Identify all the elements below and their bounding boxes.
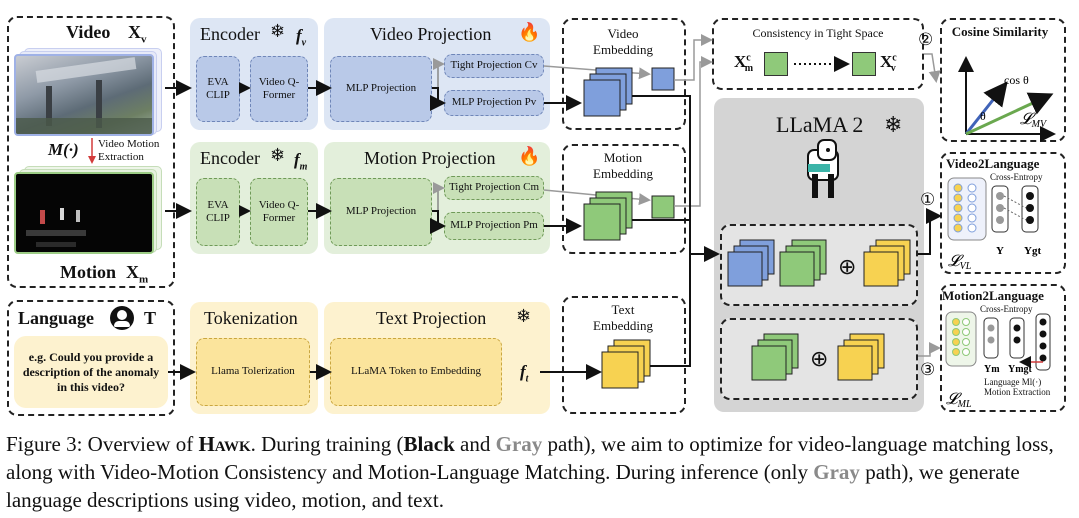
figure-caption: Figure 3: Overview of Hawk. During train…	[6, 432, 1054, 512]
cosine-cos-label: cos θ	[1004, 73, 1029, 87]
video-embedding-label: Video Embedding	[593, 26, 653, 57]
flame-icon: 🔥	[518, 146, 541, 166]
video-encoder-title: Encoder	[200, 24, 260, 44]
user-icon	[110, 306, 134, 330]
v2l-cross-entropy: Cross-Entropy	[990, 172, 1043, 182]
oplus-top: ⊕	[838, 254, 857, 279]
video-embedding-panel	[562, 18, 686, 130]
video2language-title: Video2Language	[946, 156, 1040, 171]
text-embedding-panel	[562, 296, 686, 414]
xv-label: Xcv	[880, 52, 897, 75]
cosine-panel	[940, 18, 1066, 142]
snowflake-icon: ❄	[516, 306, 532, 326]
step-3-marker: ③	[920, 360, 936, 379]
diagram-overlay: θ cos θ 𝓛MV	[165, 34, 1056, 410]
m2l-extraction-label: Language Ml(·) Motion Extraction	[984, 377, 1051, 397]
language-panel	[7, 300, 175, 416]
video-encoder-var: fv	[296, 26, 307, 49]
cosine-loss: 𝓛MV	[1020, 111, 1048, 130]
m2l-cross-entropy: Cross-Entropy	[980, 304, 1033, 314]
mlp-projection-pm: MLP Projection Pm	[444, 212, 544, 240]
consistency-panel	[712, 18, 924, 90]
text-embedding-cubes	[601, 339, 651, 389]
motion-function: M(·)	[48, 140, 79, 159]
xv-square	[852, 52, 876, 76]
motion-frames	[14, 166, 164, 256]
input-arrows	[165, 80, 602, 380]
llama-flows	[632, 34, 942, 367]
v2l-y: Y	[996, 245, 1004, 257]
v2l-loss: 𝓛VL	[948, 253, 972, 272]
xm-label: Xcm	[734, 52, 754, 75]
v2l-ygt: Ygt	[1024, 245, 1041, 257]
motion-encoder-var: fm	[294, 150, 308, 173]
llama-title: LLaMA 2	[776, 112, 864, 137]
step-1-marker: ①	[920, 190, 936, 209]
video-qformer: Video Q-Former	[250, 56, 308, 122]
oplus-bottom: ⊕	[810, 346, 829, 371]
language-label: Language	[18, 308, 95, 328]
tokenization-title: Tokenization	[204, 308, 298, 328]
motion-label: Motion	[60, 262, 116, 282]
video-mlp-projection: MLP Projection	[330, 56, 432, 122]
llama-input-cubes-bottom	[751, 333, 885, 381]
ft-var: ft	[520, 362, 529, 385]
prompt-box: e.g. Could you provide a description of …	[14, 336, 168, 408]
input-panel	[7, 16, 175, 288]
snowflake-icon: ❄	[884, 112, 903, 137]
llama-mascot	[807, 139, 839, 198]
motion-mlp-projection: MLP Projection	[330, 178, 432, 246]
video-embedding-cubes	[583, 67, 675, 117]
video-var: Xv	[128, 22, 147, 46]
step-2-marker: ②	[918, 30, 934, 49]
m2l-ymgt: Ymgt	[1008, 364, 1033, 375]
motion-embedding-cubes	[583, 191, 675, 241]
llama-tokenization: Llama Tolerization	[196, 338, 310, 406]
m2l-network	[945, 311, 1051, 371]
cosine-title: Cosine Similarity	[951, 24, 1049, 39]
motion-encoder-title: Encoder	[200, 148, 260, 168]
snowflake-icon: ❄	[270, 145, 286, 165]
motion-embedding-label: Motion Embedding	[593, 150, 653, 181]
video-frame-image	[14, 54, 154, 136]
text-projection-title: Text Projection	[376, 308, 487, 328]
v2l-network	[947, 177, 1039, 241]
motion-projection-title: Motion Projection	[364, 148, 496, 168]
motion-embedding-panel	[562, 144, 686, 254]
motion-frame-image	[14, 172, 154, 254]
snowflake-icon: ❄	[270, 21, 286, 41]
xm-square	[764, 52, 788, 76]
video-frames	[14, 48, 164, 136]
llama-token-embedding: LLaMA Token to Embedding	[330, 338, 502, 406]
motion2language-title: Motion2Language	[942, 288, 1044, 303]
motion-extraction-label: Video Motion Extraction	[98, 138, 160, 164]
tight-projection-cm: Tight Projection Cm	[444, 176, 544, 200]
m2l-ym: Ym	[984, 364, 1000, 375]
language-var: T	[144, 308, 157, 328]
llama-input-cubes-top	[727, 239, 911, 287]
video-projection-title: Video Projection	[370, 24, 492, 44]
flame-icon: 🔥	[518, 22, 541, 42]
m2l-loss: 𝓛ML	[946, 391, 972, 410]
motion2language-panel	[940, 284, 1066, 412]
caption-name: Hawk	[198, 432, 251, 456]
cosine-theta: θ	[980, 109, 986, 123]
motion-var: Xm	[126, 262, 149, 286]
video-label: Video	[66, 22, 111, 42]
text-embedding-label: Text Embedding	[593, 302, 653, 333]
cosine-axes	[958, 56, 1056, 142]
motion-extraction-arrow	[88, 138, 96, 164]
consistency-title: Consistency in Tight Space	[752, 26, 884, 40]
